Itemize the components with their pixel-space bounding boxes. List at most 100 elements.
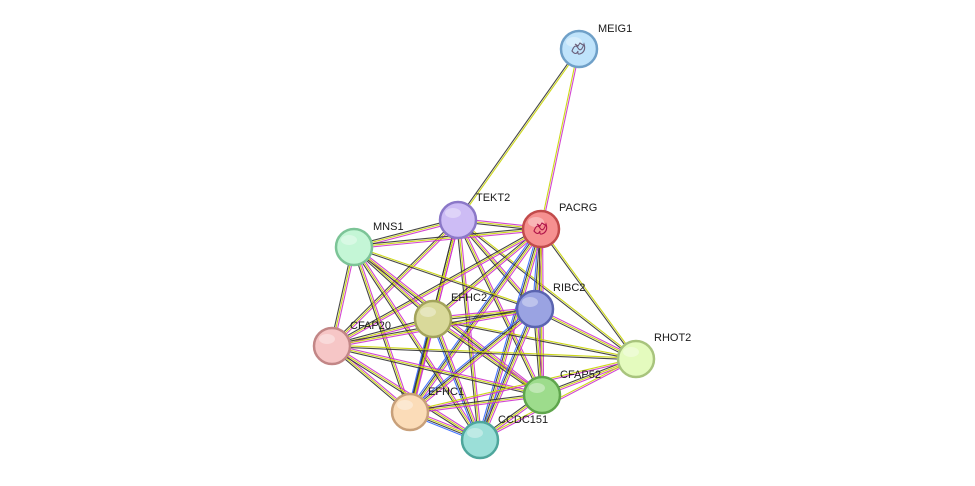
edge-evidence-line [539,229,636,360]
edge-evidence-line [430,319,479,442]
edge-evidence-line [410,396,543,415]
edge-evidence-line [481,309,538,442]
node-circle[interactable] [312,326,352,366]
edge-evidence-line [409,394,543,413]
edge-evidence-line [539,48,579,229]
node-rhot2[interactable]: RHOT2 [616,332,691,379]
node-cfap20[interactable]: CFAP20 [312,320,391,366]
edge-evidence-line [457,219,543,396]
node-label-efhc2: EFHC2 [451,292,487,304]
edge-evidence-line [477,307,534,440]
edge-evidence-line [456,48,579,220]
node-meig1[interactable]: MEIG1 [559,23,632,69]
edge-rhot2-efhc1 [409,357,637,414]
edge-evidence-line [354,245,536,309]
edge-pacrg-efhc2 [431,227,543,321]
edge-evidence-line [431,319,480,441]
edge-evidence-line [432,319,636,361]
node-tekt2[interactable]: TEKT2 [438,192,510,240]
edge-evidence-line [458,49,581,221]
node-highlight [566,37,582,47]
edge-evidence-line [456,220,542,396]
edge-evidence-line [331,345,543,396]
node-efhc2[interactable]: EFHC2 [413,292,487,339]
node-highlight [420,307,436,317]
edge-evidence-line [431,227,541,319]
node-cfap52[interactable]: CFAP52 [522,369,601,415]
node-circle[interactable] [413,299,453,339]
edge-evidence-line [353,228,542,248]
node-mns1[interactable]: MNS1 [334,221,404,267]
edge-ribc2-ccdc151 [477,307,538,442]
edge-pacrg-rhot2 [539,228,638,360]
edge-evidence-line [434,317,483,440]
edge-evidence-line [354,230,542,250]
edge-evidence-line [410,309,536,414]
edge-evidence-line [331,345,481,441]
edge-ribc2-efhc1 [408,306,537,415]
edge-evidence-line [409,392,542,411]
edge-evidence-line [411,230,544,414]
edge-evidence-line [433,317,637,359]
node-circle[interactable] [390,392,430,432]
edge-evidence-line [353,246,411,413]
protein-structure-icon [571,42,586,55]
edge-efhc2-rhot2 [432,317,637,361]
protein-structure-icon [533,222,548,235]
edge-evidence-line [354,246,413,412]
node-highlight [522,297,538,307]
node-label-rhot2: RHOT2 [654,332,691,344]
edge-evidence-line [332,344,637,359]
node-ribc2[interactable]: RIBC2 [515,282,585,329]
edge-meig1-pacrg [539,48,581,230]
node-highlight [467,428,483,438]
edge-cfap20-rhot2 [331,344,637,361]
node-circle[interactable] [334,227,374,267]
edge-evidence-line [330,227,541,346]
node-circle[interactable] [460,420,500,460]
node-pacrg[interactable]: PACRG [521,202,597,249]
edge-evidence-line [409,357,636,412]
node-label-ribc2: RIBC2 [553,282,585,294]
edge-evidence-line [409,307,535,412]
edge-pacrg-mns1 [353,226,542,250]
edge-mns1-ribc2 [353,245,536,311]
node-highlight [341,235,357,245]
node-highlight [397,400,413,410]
node-label-meig1: MEIG1 [598,23,632,35]
edge-tekt2-rhot2 [457,218,637,361]
node-ccdc151[interactable]: CCDC151 [460,414,548,460]
node-circle[interactable] [616,339,656,379]
node-label-ccdc151: CCDC151 [498,414,548,426]
edge-evidence-line [433,318,482,440]
edge-evidence-line [331,346,636,361]
edge-pacrg-cfap20 [330,227,543,348]
edge-evidence-line [458,219,544,395]
edge-evidence-line [332,344,482,440]
edge-evidence-line [351,247,410,413]
edge-evidence-line [410,359,637,414]
edges-layer [329,48,638,443]
edge-evidence-line [411,310,537,415]
node-circle[interactable] [515,289,555,329]
node-highlight [319,334,335,344]
node-label-efhc1: EFHC1 [428,386,464,398]
node-highlight [528,217,544,227]
node-label-cfap20: CFAP20 [350,320,391,332]
node-highlight [529,383,545,393]
edge-evidence-line [431,319,542,397]
edge-evidence-line [432,318,543,396]
edge-evidence-line [332,220,460,348]
edge-efhc2-ccdc151 [430,317,483,442]
edge-evidence-line [332,343,543,394]
edge-evidence-line [478,228,541,440]
node-efhc1[interactable]: EFHC1 [390,386,464,432]
edge-meig1-tekt2 [456,48,581,221]
node-label-pacrg: PACRG [559,202,597,214]
edge-evidence-line [433,317,544,395]
node-circle[interactable] [522,375,562,415]
node-circle[interactable] [438,200,478,240]
edge-tekt2-cfap52 [456,219,544,396]
